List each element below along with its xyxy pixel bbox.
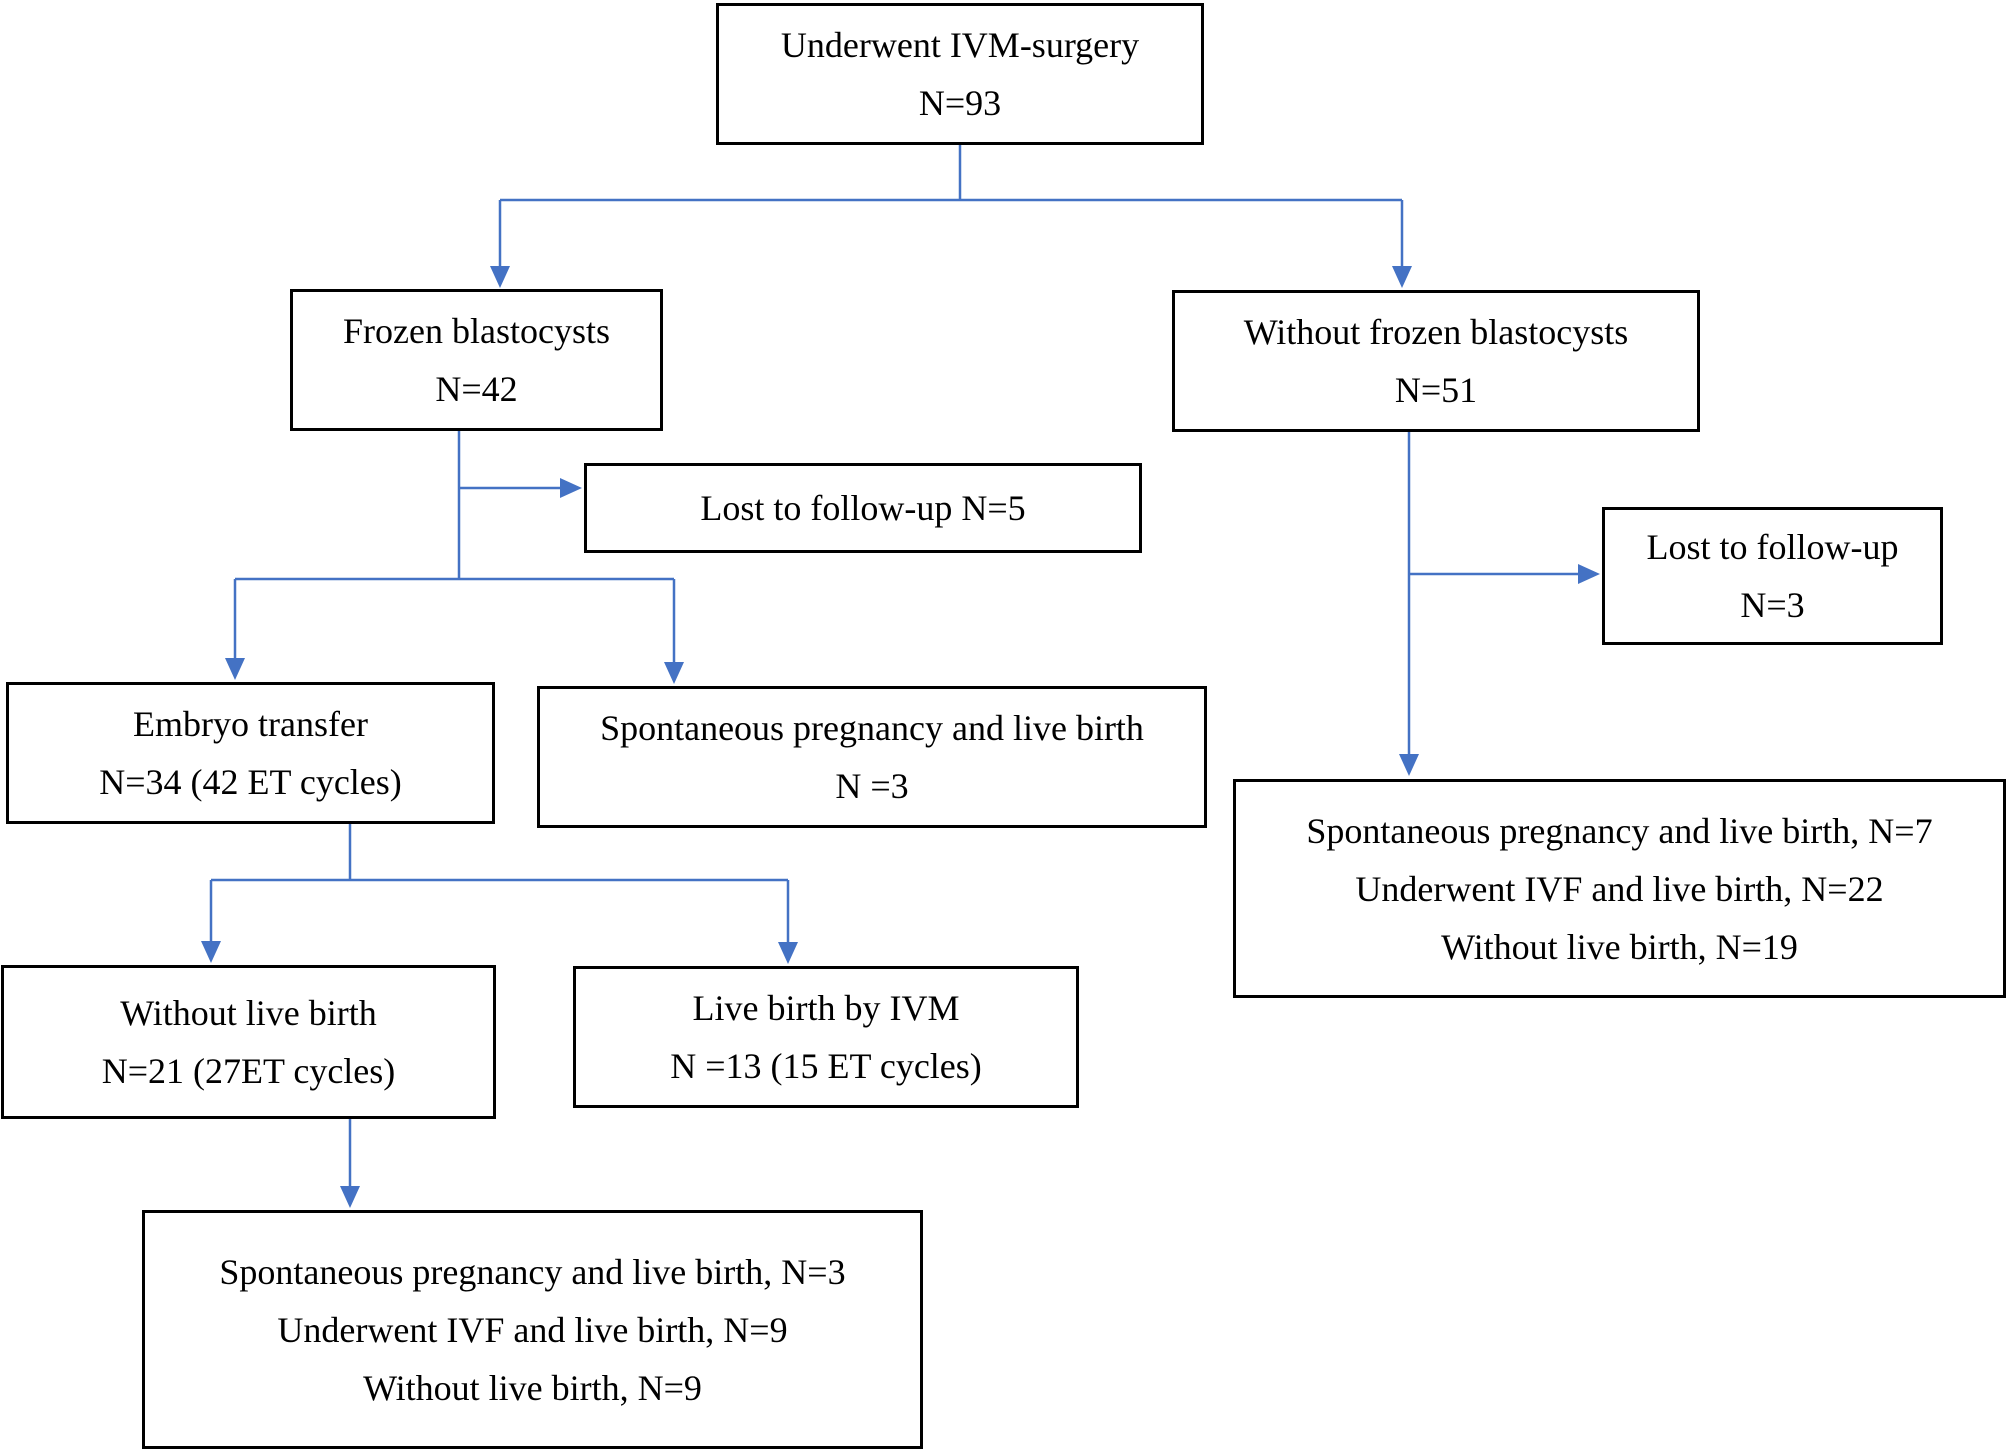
node-line: Underwent IVF and live birth, N=22 xyxy=(1355,868,1884,909)
arrowhead-down xyxy=(1392,266,1412,288)
arrowhead-down xyxy=(201,941,221,963)
node-lost-to-follow-up-right: Lost to follow-up N=3 xyxy=(1602,507,1943,645)
arrowhead-down xyxy=(1399,754,1419,776)
node-line: Without live birth, N=19 xyxy=(1441,926,1798,967)
node-bottom-outcomes: Spontaneous pregnancy and live birth, N=… xyxy=(142,1210,923,1449)
node-spontaneous-pregnancy-live-birth: Spontaneous pregnancy and live birth N =… xyxy=(537,686,1207,828)
node-line: Lost to follow-up xyxy=(1646,527,1899,567)
node-line: Lost to follow-up N=5 xyxy=(700,488,1026,528)
node-line: Frozen blastocysts xyxy=(343,311,610,351)
arrowhead-down xyxy=(225,658,245,680)
node-line: N=34 (42 ET cycles) xyxy=(99,762,402,802)
node-lost-to-follow-up-left: Lost to follow-up N=5 xyxy=(584,463,1142,553)
node-line: Without frozen blastocysts xyxy=(1243,312,1629,352)
node-line: N =3 xyxy=(835,766,909,806)
node-underwent-ivm-surgery: Underwent IVM-surgery N=93 xyxy=(716,3,1204,145)
node-line: N=93 xyxy=(918,83,1002,123)
node-line: N=42 xyxy=(435,369,518,409)
arrowhead-down xyxy=(490,266,510,288)
arrowhead-right xyxy=(1578,564,1600,584)
node-line: Spontaneous pregnancy and live birth xyxy=(600,708,1144,748)
node-line: N=21 (27ET cycles) xyxy=(101,1051,396,1091)
node-line: Without live birth, N=9 xyxy=(363,1367,702,1408)
node-line: Spontaneous pregnancy and live birth, N=… xyxy=(1306,810,1933,851)
node-frozen-blastocysts: Frozen blastocysts N=42 xyxy=(290,289,663,431)
arrowhead-down xyxy=(664,662,684,684)
node-line: Embryo transfer xyxy=(133,704,368,744)
node-line: Spontaneous pregnancy and live birth, N=… xyxy=(219,1251,846,1292)
arrowhead-right xyxy=(560,478,582,498)
node-without-frozen-blastocysts: Without frozen blastocysts N=51 xyxy=(1172,290,1700,432)
node-live-birth-by-ivm: Live birth by IVM N =13 (15 ET cycles) xyxy=(573,966,1079,1108)
node-line: Without live birth xyxy=(120,993,377,1033)
node-embryo-transfer: Embryo transfer N=34 (42 ET cycles) xyxy=(6,682,495,824)
node-without-live-birth: Without live birth N=21 (27ET cycles) xyxy=(1,965,496,1119)
arrowhead-down xyxy=(778,942,798,964)
node-line: N=51 xyxy=(1394,370,1478,410)
arrowhead-down xyxy=(340,1186,360,1208)
node-line: N=3 xyxy=(1740,585,1805,625)
node-right-outcomes: Spontaneous pregnancy and live birth, N=… xyxy=(1233,779,2006,998)
node-line: Underwent IVF and live birth, N=9 xyxy=(277,1309,788,1350)
node-line: Live birth by IVM xyxy=(692,988,960,1028)
node-line: N =13 (15 ET cycles) xyxy=(670,1046,982,1086)
node-line: Underwent IVM-surgery xyxy=(780,25,1140,65)
